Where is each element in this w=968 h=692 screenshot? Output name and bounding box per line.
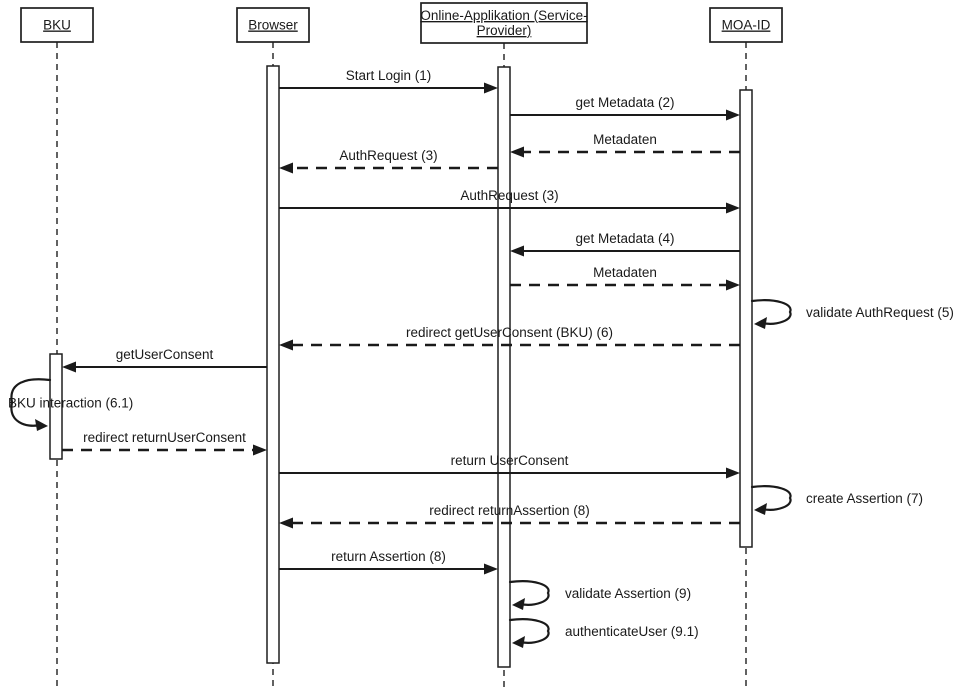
message-label-get-metadata-2: get Metadata (2) (575, 95, 674, 110)
self-message-label-bku-interaction-6-1: BKU interaction (6.1) (8, 396, 133, 411)
arrowhead-icon (35, 419, 48, 431)
arrowhead-icon (512, 636, 525, 648)
self-message-arc-authenticateuser-9-1 (508, 618, 550, 644)
actor-box-browser (236, 7, 310, 43)
message-label-metadaten-return-1: Metadaten (593, 132, 657, 147)
arrowhead-icon (484, 82, 498, 94)
actor-box-moa (709, 7, 783, 43)
activation-sp (497, 66, 511, 668)
self-message-bku-interaction-6-1: BKU interaction (6.1) (8, 378, 133, 431)
message-return-assertion-8: return Assertion (8) (279, 549, 498, 575)
activation-bku (49, 353, 63, 460)
arrowhead-icon (726, 202, 740, 214)
actor-label-sp: Online-Applikation (Service- (420, 8, 587, 23)
message-return-userconsent: return UserConsent (279, 453, 740, 479)
actor-box-sp (420, 2, 588, 44)
message-redirect-returnassertion-8: redirect returnAssertion (8) (279, 503, 740, 529)
self-message-arc-bku-interaction-6-1 (10, 378, 52, 427)
actor-label-browser: Browser (248, 18, 298, 33)
message-label-metadaten-return-2: Metadaten (593, 265, 657, 280)
message-authrequest-3: AuthRequest (3) (279, 188, 740, 214)
message-label-getuserconsent: getUserConsent (116, 347, 214, 362)
message-authrequest-3-redirect: AuthRequest (3) (279, 148, 498, 174)
message-label-return-assertion-8: return Assertion (8) (331, 549, 446, 564)
actor-label-moa: MOA-ID (722, 18, 771, 33)
self-message-label-validate-assertion-9: validate Assertion (9) (565, 586, 691, 601)
self-message-arc-validate-authrequest-5 (750, 299, 792, 325)
actor-box-bku (20, 7, 94, 43)
message-get-metadata-2: get Metadata (2) (510, 95, 740, 121)
actor-label-bku: BKU (43, 18, 71, 33)
message-redirect-returnuserconsent: redirect returnUserConsent (62, 430, 267, 456)
arrowhead-icon (279, 162, 293, 174)
arrowhead-icon (726, 467, 740, 479)
message-label-authrequest-3-redirect: AuthRequest (3) (339, 148, 437, 163)
self-message-label-authenticateuser-9-1: authenticateUser (9.1) (565, 624, 699, 639)
message-label-redirect-returnassertion-8: redirect returnAssertion (8) (429, 503, 590, 518)
self-message-arc-validate-assertion-9 (508, 580, 550, 606)
arrowhead-icon (510, 146, 524, 158)
message-label-authrequest-3: AuthRequest (3) (460, 188, 558, 203)
message-getuserconsent: getUserConsent (62, 347, 267, 373)
message-redirect-getuserconsent-6: redirect getUserConsent (BKU) (6) (279, 325, 740, 351)
arrowhead-icon (279, 339, 293, 351)
self-message-label-validate-authrequest-5: validate AuthRequest (5) (806, 305, 954, 320)
arrowhead-icon (510, 245, 524, 257)
message-get-metadata-4: get Metadata (4) (510, 231, 740, 257)
arrowhead-icon (754, 503, 767, 515)
self-message-validate-authrequest-5: validate AuthRequest (5) (750, 299, 954, 329)
message-start-login-1: Start Login (1) (279, 68, 498, 94)
self-message-label-create-assertion-7: create Assertion (7) (806, 491, 923, 506)
message-label-redirect-getuserconsent-6: redirect getUserConsent (BKU) (6) (406, 325, 613, 340)
message-label-get-metadata-4: get Metadata (4) (575, 231, 674, 246)
self-message-create-assertion-7: create Assertion (7) (750, 485, 923, 515)
arrowhead-icon (279, 517, 293, 529)
message-label-return-userconsent: return UserConsent (451, 453, 569, 468)
activation-moa (739, 89, 753, 548)
message-metadaten-return-1: Metadaten (510, 132, 740, 158)
message-label-start-login-1: Start Login (1) (346, 68, 432, 83)
arrowhead-icon (62, 361, 76, 373)
arrowhead-icon (512, 598, 525, 610)
self-message-arc-create-assertion-7 (750, 485, 792, 511)
self-message-validate-assertion-9: validate Assertion (9) (508, 580, 691, 610)
arrowhead-icon (253, 444, 267, 456)
message-label-redirect-returnuserconsent: redirect returnUserConsent (83, 430, 246, 445)
arrowhead-icon (726, 279, 740, 291)
actor-label-sp: Provider) (477, 23, 532, 38)
message-metadaten-return-2: Metadaten (510, 265, 740, 291)
arrowhead-icon (726, 109, 740, 121)
activation-browser (266, 65, 280, 664)
arrowhead-icon (484, 563, 498, 575)
arrowhead-icon (754, 317, 767, 329)
self-message-authenticateuser-9-1: authenticateUser (9.1) (508, 618, 699, 648)
